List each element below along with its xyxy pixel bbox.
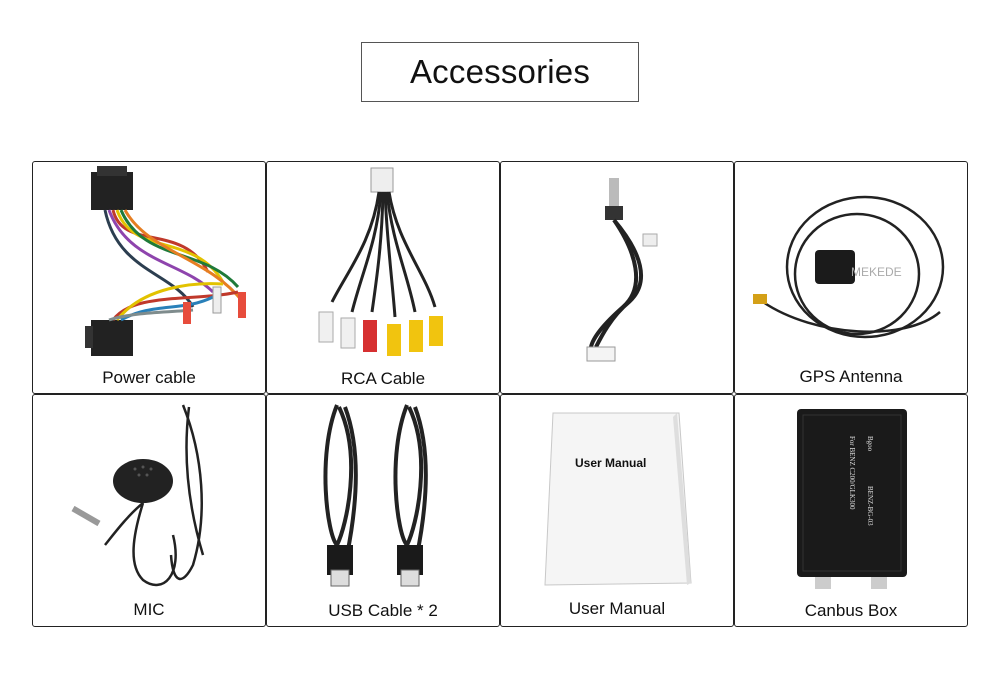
accessory-card-power-cable: Power cable [32,161,266,394]
accessory-label: GPS Antenna [799,367,903,386]
canbus-side-text: BENZ-BG-03 [866,486,874,526]
accessory-label: Canbus Box [804,601,898,620]
accessory-label: User Manual [568,599,666,618]
accessory-card-rca-cable: RCA Cable [266,161,500,394]
manual-cover-title: User Manual [575,456,646,470]
watermark-text: MEKEDE [851,265,902,279]
accessory-label: USB Cable * 2 [328,601,438,620]
accessory-label: Power cable [102,368,196,387]
accessory-card-usb-cable: USB Cable * 2 [266,394,500,627]
page-title: Accessories [361,42,639,102]
gps-antenna-icon: MEKEDE [753,195,945,339]
accessory-label: MIC [133,600,165,619]
user-manual-icon: User Manual [544,412,692,586]
accessory-card-gps-antenna: MEKEDE GPS Antenna [734,161,968,394]
accessory-card-antenna-adapter [500,161,734,394]
canbus-brand: Bgoo [866,436,874,452]
antenna-adapter-icon [586,178,658,362]
microphone-icon [71,404,205,587]
accessory-label: RCA Cable [340,369,426,388]
canbus-model-text: For BENZ C200/GLK300 [848,436,856,510]
accessory-card-user-manual: User Manual User Manual [500,394,734,627]
canbus-box-icon: For BENZ C200/GLK300 Bgoo BENZ-BG-03 [797,409,907,589]
power-cable-icon [85,166,246,356]
accessory-card-canbus-box: For BENZ C200/GLK300 Bgoo BENZ-BG-03 Can… [734,394,968,627]
accessories-grid: Power cable RCA Cable [32,161,969,627]
rca-cable-icon [318,167,443,356]
usb-cable-icon [323,404,428,587]
accessory-card-mic: MIC [32,394,266,627]
